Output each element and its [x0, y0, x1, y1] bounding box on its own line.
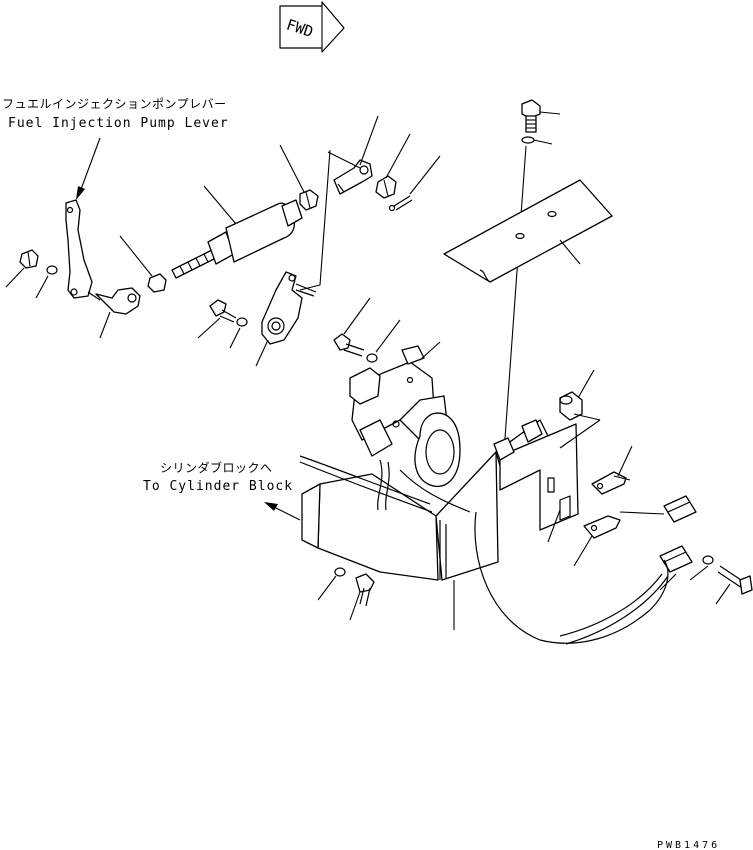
hex-nut-right — [375, 175, 397, 199]
fwd-label: FWD — [284, 16, 315, 41]
rod-end-eye — [333, 159, 373, 195]
mounting-bracket — [301, 419, 579, 581]
fuel-pump-lever-label-jp: フュエルインジェクションポンプレバー — [2, 97, 227, 111]
bell-crank-lever — [261, 271, 317, 345]
pump-lever-plate — [65, 199, 93, 299]
wire-clip-upper — [591, 471, 627, 495]
connector-lower — [659, 545, 693, 573]
hex-nut-mid — [299, 189, 319, 211]
fuel-pump-lever-label-en: Fuel Injection Pump Lever — [8, 116, 229, 131]
electric-actuator-motor — [349, 345, 461, 488]
hex-nut-left — [19, 249, 39, 269]
small-bolt — [209, 299, 237, 323]
spacer-collar — [559, 391, 583, 421]
wire-clip-lower — [583, 515, 621, 539]
cylinder-block-arrow — [264, 502, 301, 521]
bracket-edge — [439, 520, 447, 580]
bracket-washer — [334, 567, 346, 577]
actuator-cylinder — [207, 199, 303, 265]
cotter-pin — [388, 195, 413, 212]
lever-pointer-arrow — [76, 137, 101, 200]
washer-left — [46, 265, 58, 275]
actuator-bolt — [333, 333, 365, 357]
cover-plate — [443, 179, 613, 283]
bracket-bolt — [355, 573, 375, 607]
cylinder-block-label-jp: シリンダブロックへ — [160, 460, 273, 475]
connector-washer — [702, 555, 714, 565]
bolt-lower-right — [717, 565, 753, 595]
fwd-arrow-indicator: FWD — [279, 1, 345, 53]
small-washer — [236, 317, 248, 327]
wire-harness — [299, 455, 471, 513]
ball-joint — [87, 287, 141, 315]
top-bolt — [521, 99, 541, 133]
drawing-code: PWB1476 — [657, 840, 720, 850]
threaded-rod — [171, 249, 217, 279]
actuator-washer — [366, 353, 378, 363]
top-washer — [521, 136, 535, 144]
rod-nut — [147, 273, 167, 293]
cylinder-block-label-en: To Cylinder Block — [143, 479, 293, 494]
connector-upper — [663, 495, 697, 523]
loop-harness — [474, 511, 669, 645]
